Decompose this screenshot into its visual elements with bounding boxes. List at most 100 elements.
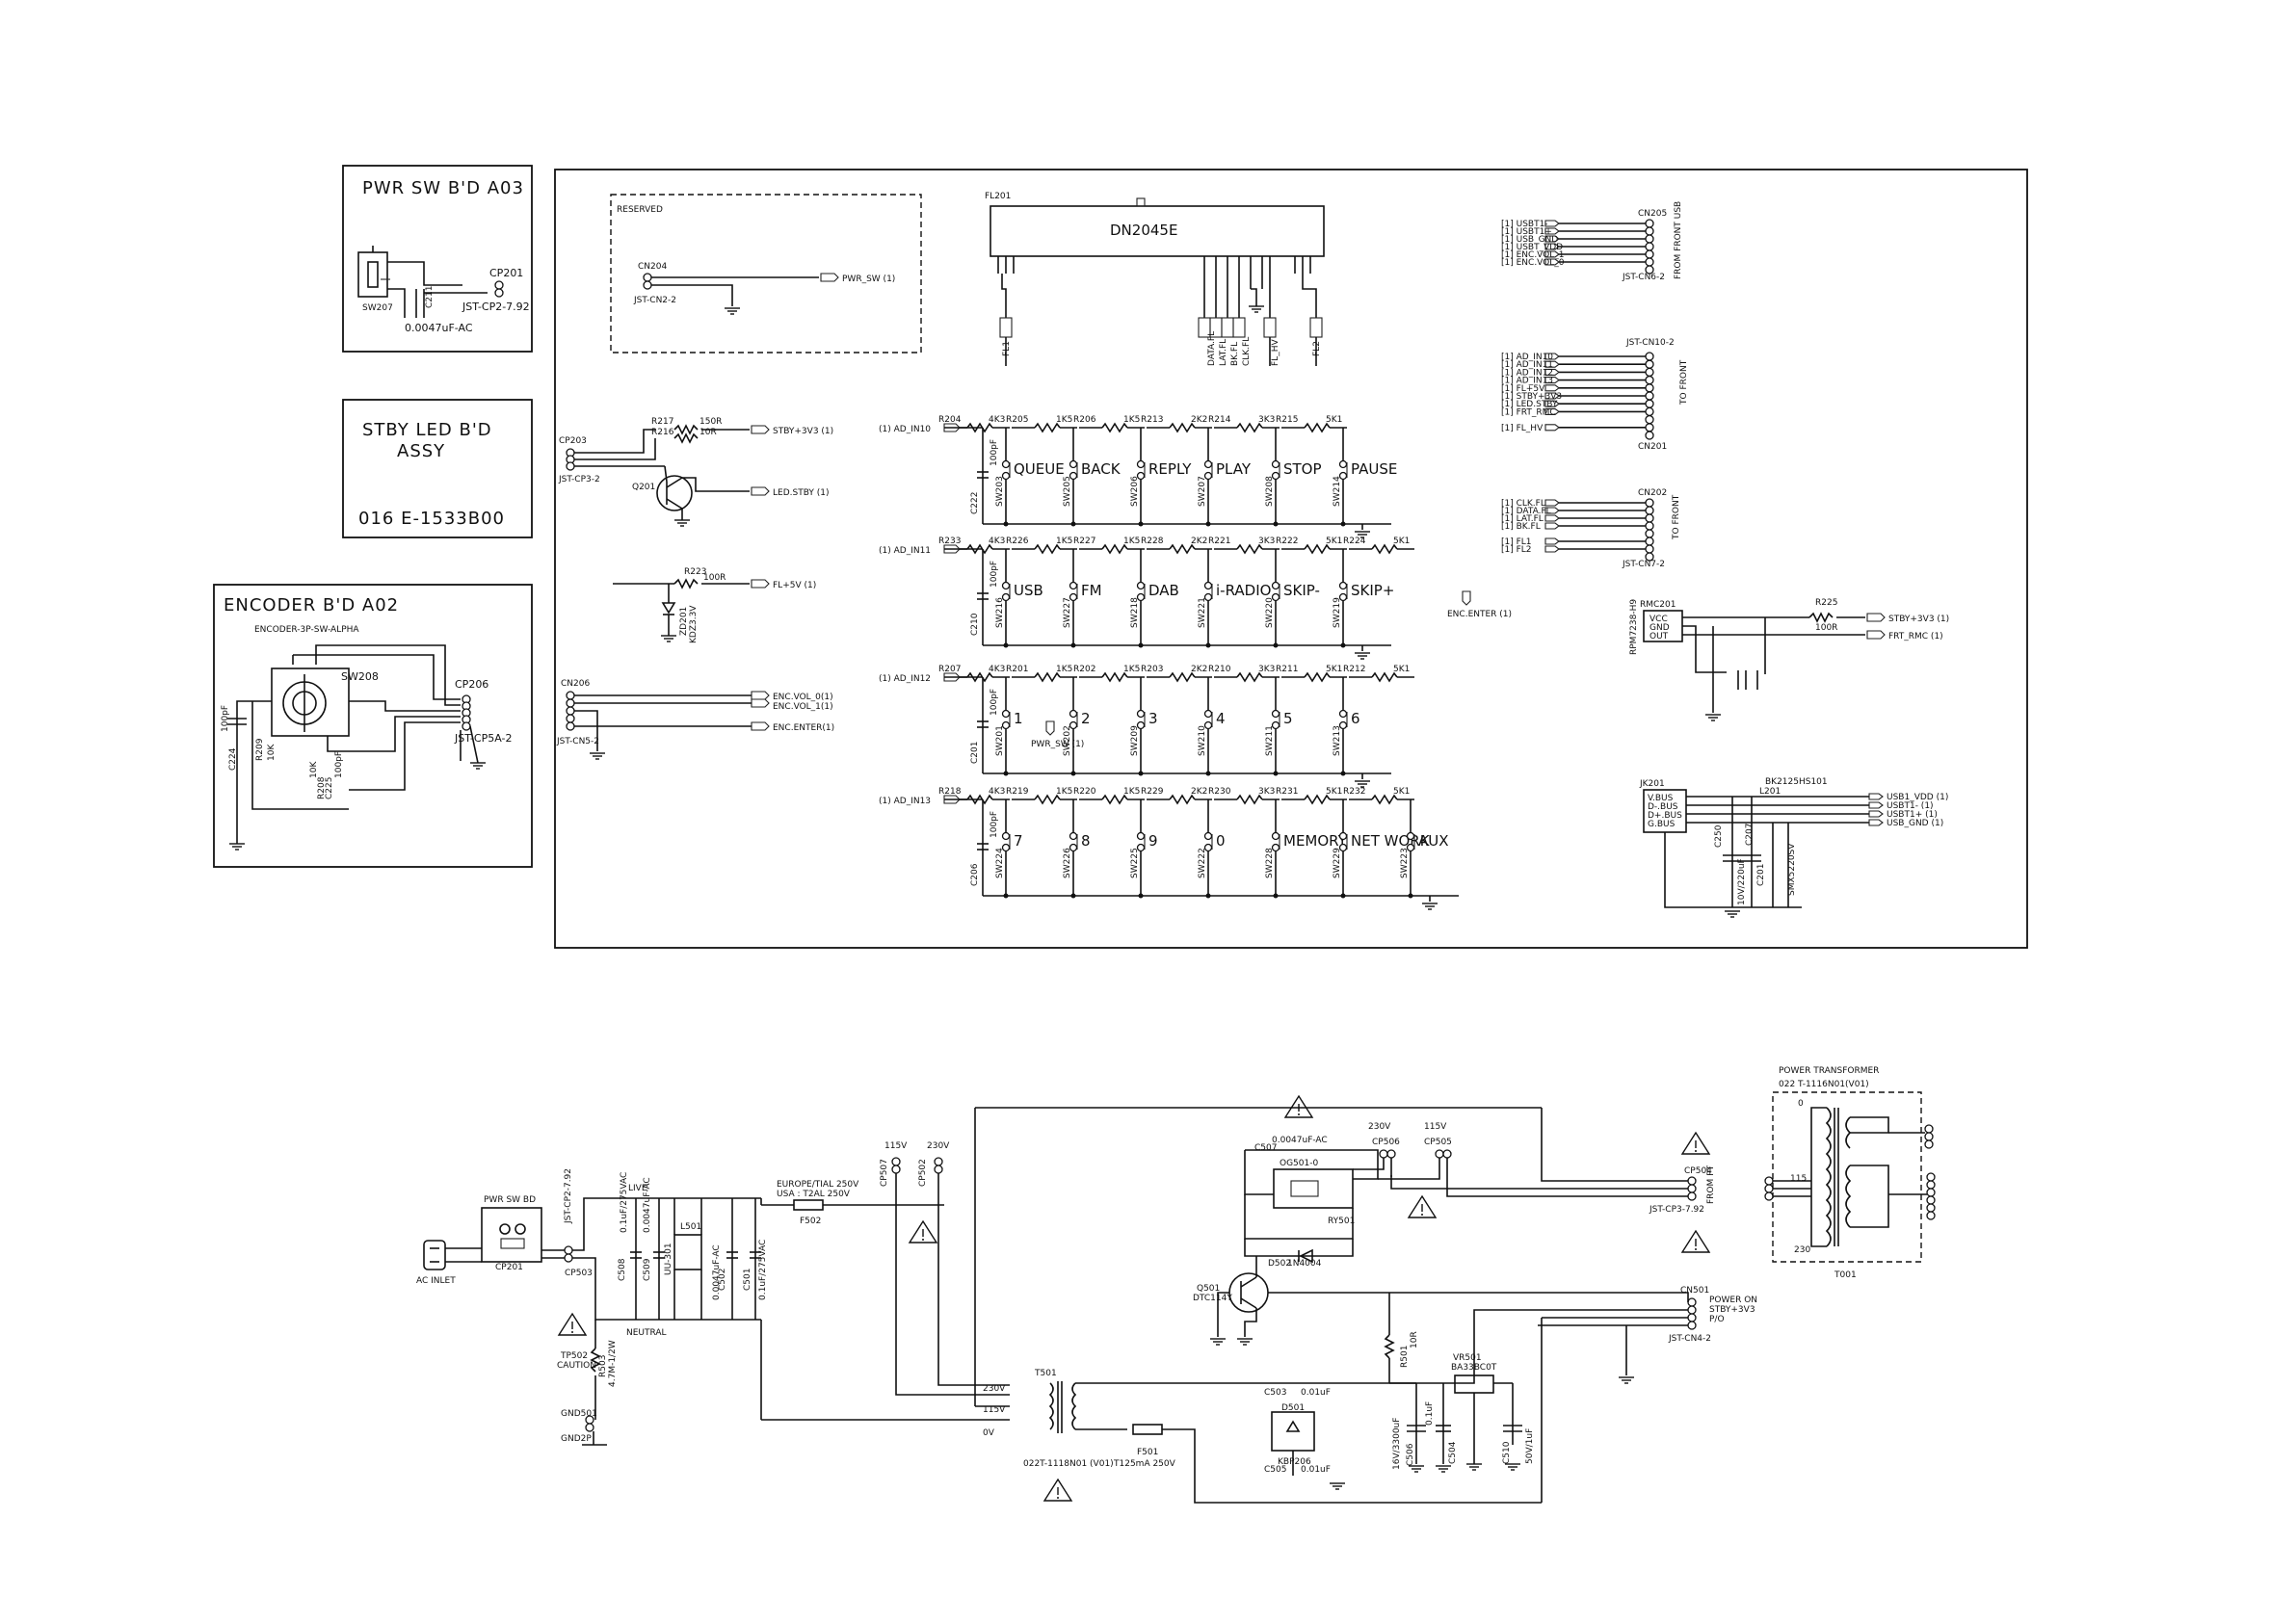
connector-pin bbox=[1645, 383, 1654, 393]
resistor-value: 5K1 bbox=[1393, 537, 1410, 546]
switch-contact bbox=[1001, 709, 1011, 719]
switch-contact bbox=[1069, 831, 1078, 841]
junction bbox=[1138, 771, 1144, 776]
cp201-type: JST-CP2-7.92 bbox=[462, 301, 530, 313]
switch-contact bbox=[1001, 831, 1011, 841]
jk201-label: JK201 bbox=[1639, 779, 1665, 789]
resistor-value: 5K1 bbox=[1393, 665, 1410, 674]
connector-net-label: [1] LAT.FL bbox=[1501, 514, 1544, 524]
resistor-label: R231 bbox=[1276, 787, 1298, 797]
fl201-label: FL201 bbox=[985, 192, 1011, 201]
usb-c250: C250 bbox=[1714, 825, 1724, 848]
resistor-label: R230 bbox=[1208, 787, 1231, 797]
sw207-label: SW207 bbox=[362, 303, 393, 313]
keypad-key-label: QUEUE bbox=[1014, 460, 1065, 478]
keypad-switch-label: SW202 bbox=[1063, 725, 1072, 756]
resistor bbox=[1304, 543, 1331, 555]
fl5v-net: FL+5V (1) bbox=[773, 581, 816, 590]
resistor-label: R224 bbox=[1343, 537, 1366, 546]
r216-label: R216 bbox=[651, 428, 674, 437]
vfd-pin-fl1: FL1 bbox=[1002, 341, 1012, 356]
connector-net-label: [1] DATA.FL bbox=[1501, 507, 1551, 516]
junction bbox=[1138, 642, 1144, 648]
resistor bbox=[966, 422, 993, 433]
ry501-part: OG501-0 bbox=[1280, 1159, 1318, 1168]
c510-label: C510 bbox=[1502, 1441, 1512, 1464]
keypad-cap-label: C210 bbox=[970, 613, 980, 636]
l501-value: UU-301 bbox=[664, 1243, 673, 1275]
net-flag bbox=[1544, 243, 1560, 250]
keypad-switch-label: SW218 bbox=[1130, 597, 1140, 628]
pt-tap-0: 0 bbox=[1798, 1099, 1804, 1109]
keypad-switch-label: SW219 bbox=[1333, 597, 1342, 628]
keypad-switch-label: SW223 bbox=[1400, 848, 1410, 878]
net-flag bbox=[1868, 819, 1884, 826]
stby-net: STBY+3V3 (1) bbox=[773, 427, 833, 436]
cp504-type: JST-CP3-7.92 bbox=[1649, 1205, 1704, 1215]
net-flag bbox=[1045, 720, 1055, 736]
resistor-label: R219 bbox=[1006, 787, 1029, 797]
reserved-label: RESERVED bbox=[617, 205, 663, 215]
usb-net-label: USBT1+ (1) bbox=[1887, 810, 1938, 820]
connector-net-label: [1] AD_IN13 bbox=[1501, 377, 1553, 386]
caution-label: CAUTION bbox=[557, 1361, 596, 1371]
resistor-label: R229 bbox=[1141, 787, 1164, 797]
resistor-value: 4K3 bbox=[989, 537, 1005, 546]
net-flag bbox=[1544, 545, 1560, 553]
resistor-value: 3K3 bbox=[1258, 787, 1275, 797]
net-flag bbox=[1544, 353, 1560, 360]
r209-label: R209 bbox=[255, 738, 265, 761]
resistor bbox=[1101, 422, 1128, 433]
resistor bbox=[1304, 671, 1331, 683]
junction bbox=[1340, 642, 1346, 648]
cp203-label: CP203 bbox=[559, 436, 587, 446]
f502-label: F502 bbox=[800, 1217, 821, 1226]
cp206-type: JST-CP5A-2 bbox=[454, 732, 512, 745]
r225-label: R225 bbox=[1815, 598, 1837, 608]
q501-label: Q501 bbox=[1197, 1284, 1220, 1294]
resistor-value: 1K5 bbox=[1123, 665, 1140, 674]
d501-label: D501 bbox=[1281, 1403, 1305, 1413]
keypad-switch-label: SW220 bbox=[1265, 597, 1275, 628]
net-flag bbox=[943, 544, 961, 554]
resistor-label: R210 bbox=[1208, 665, 1231, 674]
resistor-value: 2K2 bbox=[1191, 537, 1207, 546]
c504-value: 0.1uF bbox=[1425, 1401, 1435, 1426]
connector-net-label: [1] ENC.VOL_0 bbox=[1501, 258, 1565, 268]
keypad-key-label: 6 bbox=[1351, 710, 1360, 727]
keypad-key-label: 1 bbox=[1014, 710, 1023, 727]
r216-value: 10R bbox=[699, 428, 717, 437]
connector-pin bbox=[1645, 242, 1654, 251]
vr501-value: BA33BC0T bbox=[1451, 1363, 1497, 1373]
net-flag bbox=[1544, 537, 1560, 545]
resistor bbox=[1169, 671, 1196, 683]
resistor-value: 1K5 bbox=[1056, 787, 1072, 797]
c502-value: 0.0047uF-AC bbox=[712, 1244, 722, 1300]
pt-secondary-pins bbox=[1926, 1172, 1936, 1220]
junction bbox=[1340, 521, 1346, 527]
r209-value: 10K bbox=[267, 744, 277, 761]
keypad-key-label: 9 bbox=[1148, 832, 1158, 850]
stby-led-subtitle: ASSY bbox=[397, 441, 445, 461]
resistor-label: R212 bbox=[1343, 665, 1365, 674]
t501-part: 022T-1118N01 (V01) bbox=[1023, 1459, 1114, 1469]
pt-tap-230: 230 bbox=[1794, 1245, 1810, 1255]
resistor-value: 3K3 bbox=[1258, 415, 1275, 425]
net-flag bbox=[1544, 384, 1560, 392]
c504-label: C504 bbox=[1448, 1441, 1458, 1464]
switch-contact bbox=[1069, 581, 1078, 590]
resistor-value: 4K3 bbox=[989, 415, 1005, 425]
resistor bbox=[1371, 543, 1398, 555]
junction bbox=[1003, 771, 1009, 776]
keypad-key-label: BACK bbox=[1081, 460, 1122, 478]
r217-label: R217 bbox=[651, 417, 673, 427]
keypad-key-label: PAUSE bbox=[1351, 460, 1397, 478]
keypad-key-label: 7 bbox=[1014, 832, 1023, 850]
cn501-net-stby: STBY+3V3 bbox=[1709, 1305, 1755, 1315]
sw208-encoder bbox=[271, 668, 350, 737]
cp505-v115: 115V bbox=[1424, 1122, 1447, 1132]
resistor-label: R232 bbox=[1343, 787, 1365, 797]
resistor-value: 5K1 bbox=[1326, 537, 1342, 546]
encoder-board-title: ENCODER B'D A02 bbox=[224, 595, 399, 615]
